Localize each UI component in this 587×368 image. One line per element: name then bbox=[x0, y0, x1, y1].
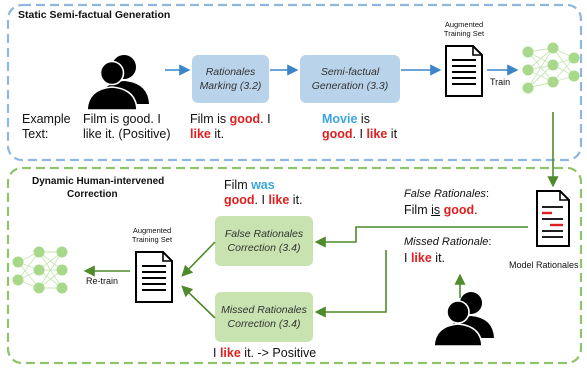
dynamic-section-frame bbox=[6, 166, 583, 365]
film-was-line-2: good. I like it. bbox=[224, 193, 303, 207]
missed-rationale-example: I like it. bbox=[404, 251, 446, 265]
false-correction-line-1: False Rationales bbox=[224, 227, 304, 240]
missed-correction-line-1: Missed Rationales bbox=[221, 303, 307, 316]
model-rationales-label: Model Rationales bbox=[509, 260, 579, 270]
example-text-line-2: like it. (Positive) bbox=[83, 127, 171, 141]
augmented-label-top-2: Training Set bbox=[443, 29, 485, 38]
dynamic-section-title-line-2: Correction bbox=[67, 189, 118, 200]
example-label-line-1: Example bbox=[22, 112, 71, 126]
user-group-icon bbox=[86, 55, 149, 111]
example-label-line-2: Text: bbox=[22, 127, 49, 141]
neural-network-icon bbox=[522, 42, 580, 94]
false-rationales-correction-label: False Rationales Correction (3.4) bbox=[215, 216, 313, 266]
model-rationales-document-icon bbox=[536, 190, 570, 247]
missed-rationales-correction-label: Missed Rationales Correction (3.4) bbox=[215, 292, 313, 342]
false-rationales-heading: False Rationales: bbox=[404, 188, 489, 200]
augmented-label-bottom-2: Training Set bbox=[131, 235, 173, 244]
augmented-label-bottom-1: Augmented bbox=[132, 226, 172, 235]
retrain-label: Re-train bbox=[86, 276, 119, 286]
bottom-prediction-text: I like it. -> Positive bbox=[213, 346, 317, 360]
static-section-title: Static Semi-factual Generation bbox=[18, 9, 171, 21]
document-icon bbox=[445, 45, 483, 97]
dynamic-section-title-line-1: Dynamic Human-intervened bbox=[32, 176, 165, 187]
semifactual-generation-label: Semi-factual Generation (3.3) bbox=[300, 55, 400, 103]
rationales-marking-box bbox=[192, 55, 269, 103]
train-label: Train bbox=[490, 77, 511, 87]
augmented-training-set-document-icon bbox=[135, 251, 173, 303]
missed-rationale-heading: Missed Rationale: bbox=[404, 236, 492, 248]
example-text-line-1: Film is good. I bbox=[83, 112, 161, 126]
false-rationales-example: Film is good. bbox=[404, 203, 478, 217]
marked-text-line-1: Film is good. I bbox=[190, 112, 271, 126]
missed-correction-line-2: Correction (3.4) bbox=[227, 318, 301, 330]
film-was-line-1: Film was bbox=[224, 178, 275, 192]
rationales-marking-label: Rationales Marking (3.2) bbox=[192, 55, 269, 103]
rationales-marking-line-2: Marking (3.2) bbox=[199, 80, 262, 92]
human-annotator-icon bbox=[433, 292, 494, 347]
augmented-label-top-1: Augmented bbox=[444, 20, 484, 29]
missed-rationales-correction-box bbox=[215, 292, 313, 342]
rationales-marking-line-1: Rationales bbox=[205, 65, 256, 78]
marked-text-line-2: like it. bbox=[190, 127, 225, 141]
semifactual-generation-box bbox=[300, 55, 400, 103]
retrained-neural-network-icon bbox=[12, 246, 68, 294]
semifactual-line-2: Generation (3.3) bbox=[311, 80, 389, 92]
static-section-frame bbox=[6, 3, 583, 162]
semifactual-line-1: Semi-factual bbox=[320, 65, 380, 78]
generated-text-line-1: Movie is bbox=[322, 112, 370, 126]
false-rationales-correction-box bbox=[215, 216, 313, 266]
false-correction-line-2: Correction (3.4) bbox=[227, 242, 301, 254]
generated-text-line-2: good. I like it bbox=[322, 127, 398, 141]
